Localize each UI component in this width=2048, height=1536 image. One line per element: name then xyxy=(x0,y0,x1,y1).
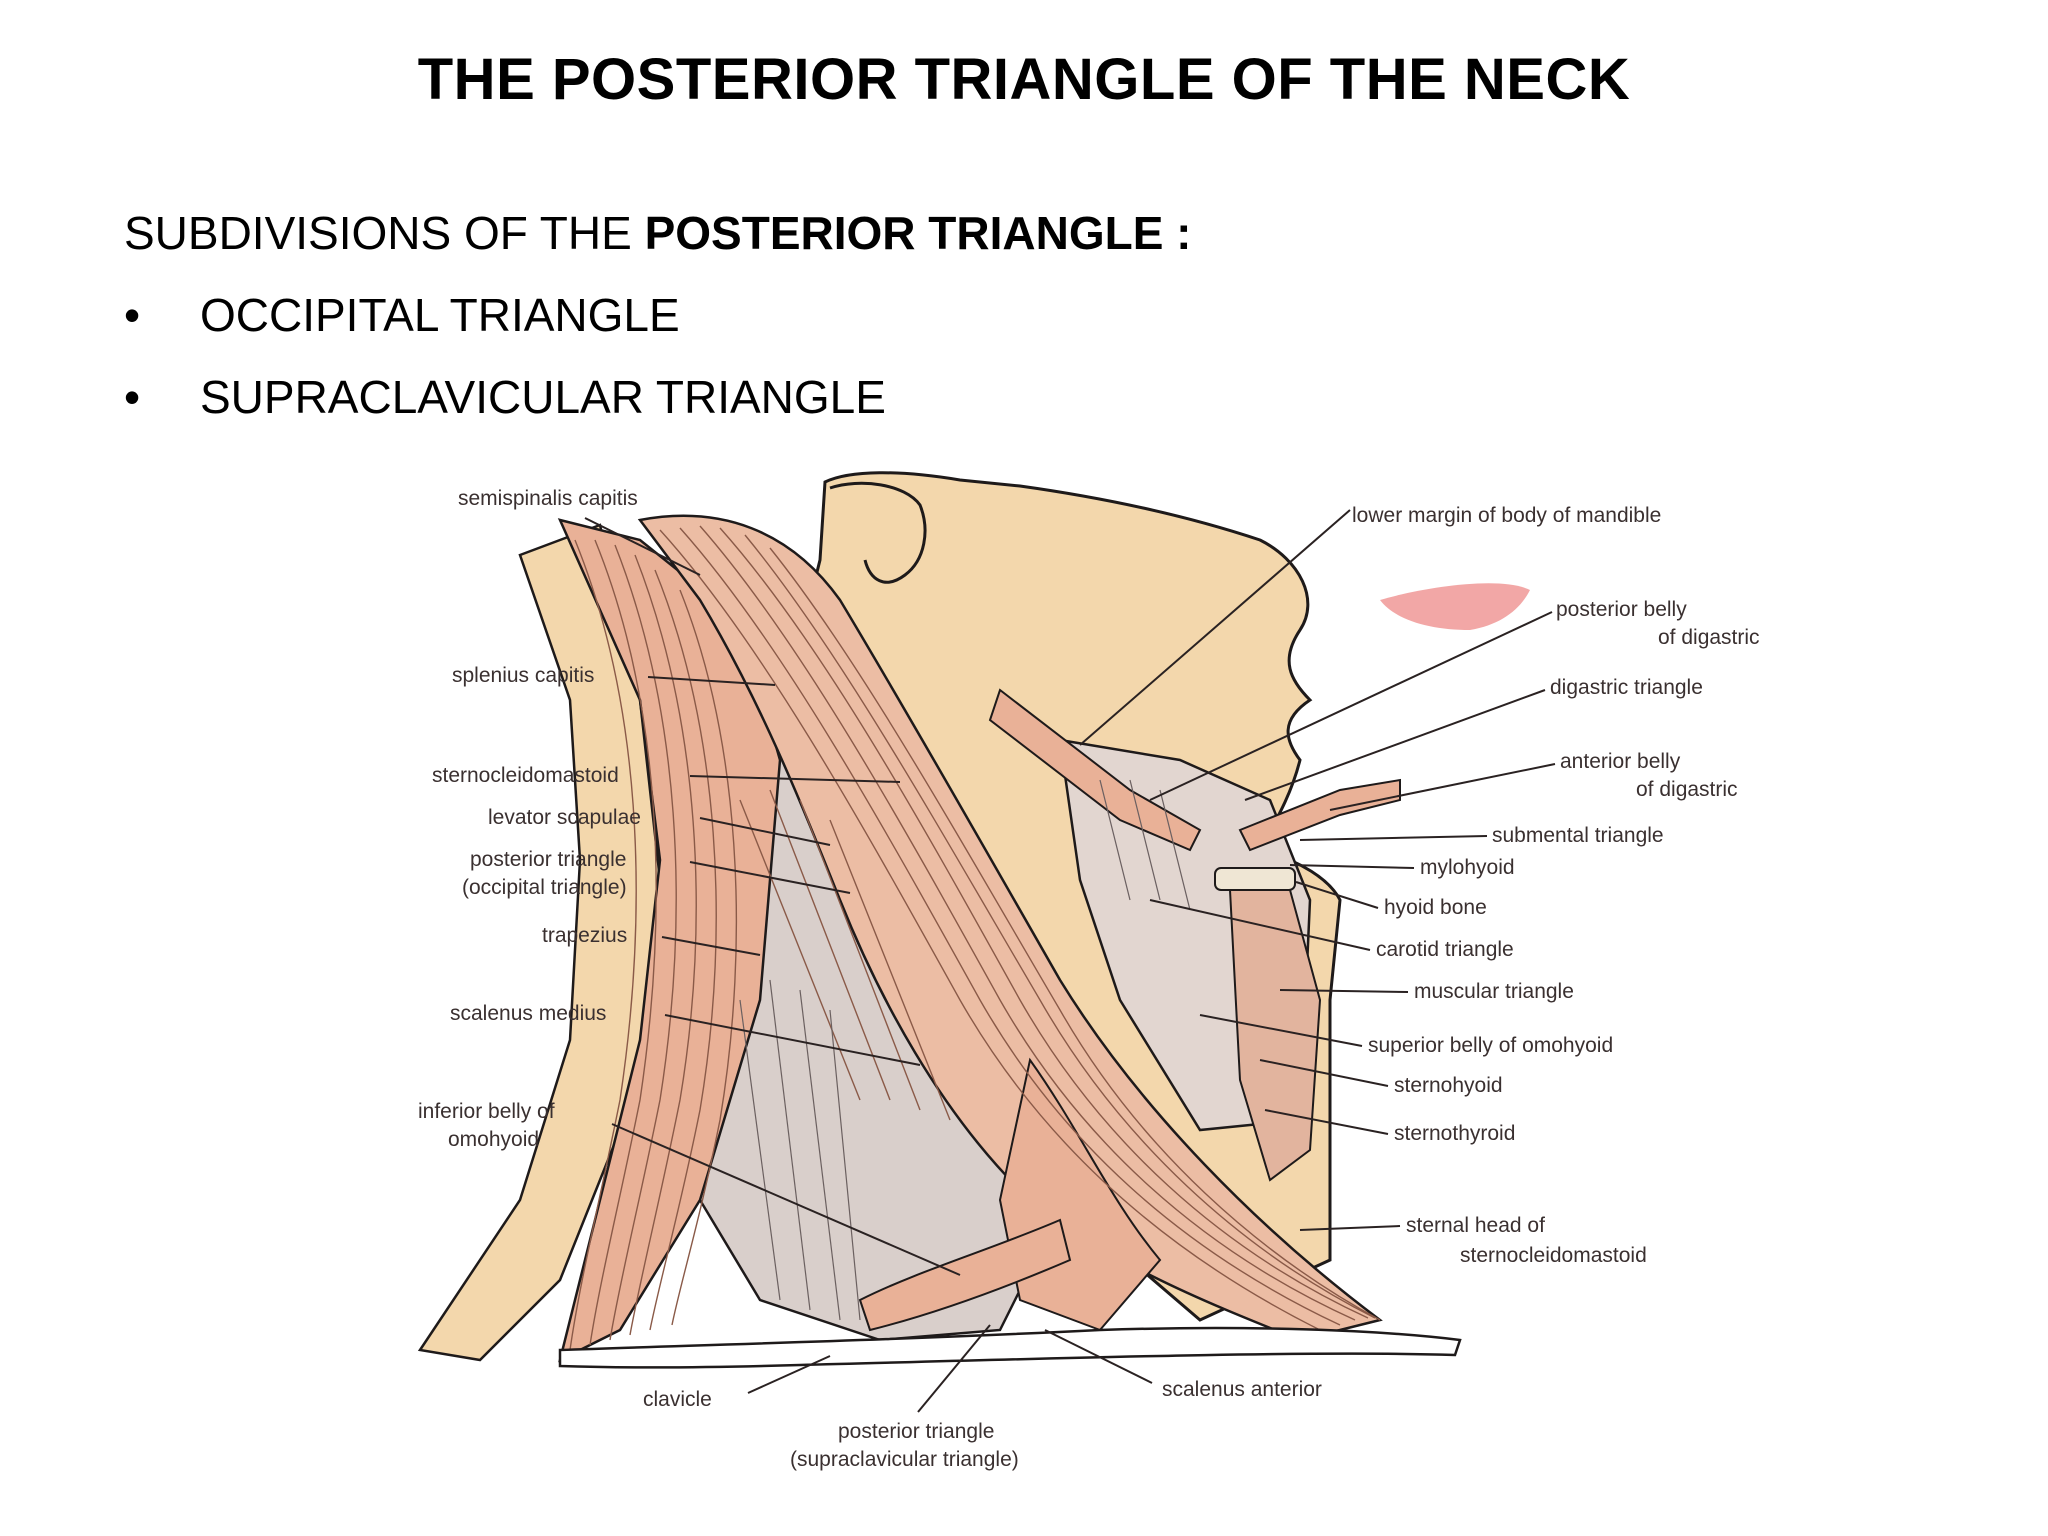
clavicle-bone xyxy=(558,1326,1462,1369)
muscle-fibres xyxy=(569,525,1381,1351)
leader-sternohyoid xyxy=(1259,1059,1389,1087)
subdivisions-heading: SUBDIVISIONS OF THE POSTERIOR TRIANGLE : xyxy=(124,206,1191,260)
leader-sternal-head xyxy=(1299,1225,1401,1231)
leader-sternocleidomastoid xyxy=(689,775,901,783)
label-sternal-head-1: sternal head of xyxy=(1406,1214,1545,1237)
label-hyoid-bone: hyoid bone xyxy=(1384,896,1487,919)
bullet-occipital: • OCCIPITAL TRIANGLE xyxy=(124,288,680,342)
leader-submental xyxy=(1299,835,1488,841)
leader-digastric-triangle xyxy=(1244,689,1546,801)
label-posterior-belly-1: posterior belly xyxy=(1556,598,1687,621)
label-scalenus-anterior: scalenus anterior xyxy=(1162,1378,1322,1401)
leader-mylohyoid xyxy=(1289,864,1415,869)
label-submental-triangle: submental triangle xyxy=(1492,824,1664,847)
digastric-posterior-belly xyxy=(988,688,1202,852)
leader-clavicle xyxy=(747,1355,831,1394)
label-inferior-belly-2: omohyoid xyxy=(448,1128,539,1151)
label-posterior-triangle-sup-1: posterior triangle xyxy=(838,1420,994,1443)
leader-splenius xyxy=(647,676,776,686)
label-anterior-belly-2: of digastric xyxy=(1636,778,1738,801)
lip xyxy=(1380,583,1530,630)
leader-hyoid xyxy=(1295,881,1379,909)
label-posterior-triangle-occipital-2: (occipital triangle) xyxy=(462,876,627,899)
leader-occipital-triangle xyxy=(689,861,851,894)
label-sternohyoid: sternohyoid xyxy=(1394,1074,1503,1097)
bullet-label: SUPRACLAVICULAR TRIANGLE xyxy=(200,371,886,423)
strap-muscles xyxy=(1228,889,1322,1182)
bullet-supraclavicular: • SUPRACLAVICULAR TRIANGLE xyxy=(124,370,886,424)
leader-sternothyroid xyxy=(1264,1109,1389,1135)
omohyoid-inferior-belly xyxy=(858,1218,1072,1332)
leader-semispinalis xyxy=(584,517,701,576)
bullet-label: OCCIPITAL TRIANGLE xyxy=(200,289,680,341)
subdivisions-prefix: SUBDIVISIONS OF THE xyxy=(124,207,645,259)
label-anterior-belly-1: anterior belly xyxy=(1560,750,1681,773)
label-digastric-triangle: digastric triangle xyxy=(1550,676,1703,699)
slide-title: THE POSTERIOR TRIANGLE OF THE NECK xyxy=(417,47,1631,112)
label-trapezius: trapezius xyxy=(542,924,627,947)
label-lower-margin-mandible: lower margin of body of mandible xyxy=(1352,504,1661,527)
leader-anterior-belly xyxy=(1329,763,1556,811)
label-clavicle: clavicle xyxy=(643,1388,712,1411)
leader-superior-belly xyxy=(1199,1014,1363,1047)
leader-trapezius xyxy=(661,936,761,956)
leader-supraclavicular-triangle xyxy=(917,1324,991,1413)
label-splenius-capitis: splenius capitis xyxy=(452,664,594,687)
label-superior-belly-omohyoid: superior belly of omohyoid xyxy=(1368,1034,1613,1057)
label-mylohyoid: mylohyoid xyxy=(1420,856,1515,879)
label-posterior-belly-2: of digastric xyxy=(1658,626,1760,649)
ear-outline xyxy=(829,481,927,584)
bullet-dot: • xyxy=(124,289,141,341)
leader-posterior-belly xyxy=(1149,611,1553,801)
label-muscular-triangle: muscular triangle xyxy=(1414,980,1574,1003)
label-posterior-triangle-sup-2: (supraclavicular triangle) xyxy=(790,1448,1019,1471)
label-semispinalis-capitis: semispinalis capitis xyxy=(458,487,638,510)
leader-levator xyxy=(699,817,831,846)
hyoid-bone xyxy=(1214,867,1296,891)
leader-scalenus-medius xyxy=(664,1014,921,1066)
leader-carotid xyxy=(1149,899,1371,951)
label-sternothyroid: sternothyroid xyxy=(1394,1122,1515,1145)
label-carotid-triangle: carotid triangle xyxy=(1376,938,1514,961)
leader-inferior-belly xyxy=(611,1123,961,1276)
label-posterior-triangle-occipital-1: posterior triangle xyxy=(470,848,626,871)
leader-muscular xyxy=(1279,989,1409,993)
floor-hatching xyxy=(739,779,1191,1321)
leader-lower-margin xyxy=(1079,509,1351,746)
label-levator-scapulae: levator scapulae xyxy=(488,806,641,829)
label-sternocleidomastoid: sternocleidomastoid xyxy=(432,764,619,787)
subdivisions-bold: POSTERIOR TRIANGLE : xyxy=(644,207,1192,259)
digastric-anterior-belly xyxy=(1238,778,1401,852)
label-sternal-head-2: sternocleidomastoid xyxy=(1460,1244,1647,1267)
label-inferior-belly-1: inferior belly of xyxy=(418,1100,555,1123)
label-scalenus-medius: scalenus medius xyxy=(450,1002,606,1025)
bullet-dot: • xyxy=(124,371,141,423)
leader-scalenus-anterior xyxy=(1044,1329,1153,1384)
